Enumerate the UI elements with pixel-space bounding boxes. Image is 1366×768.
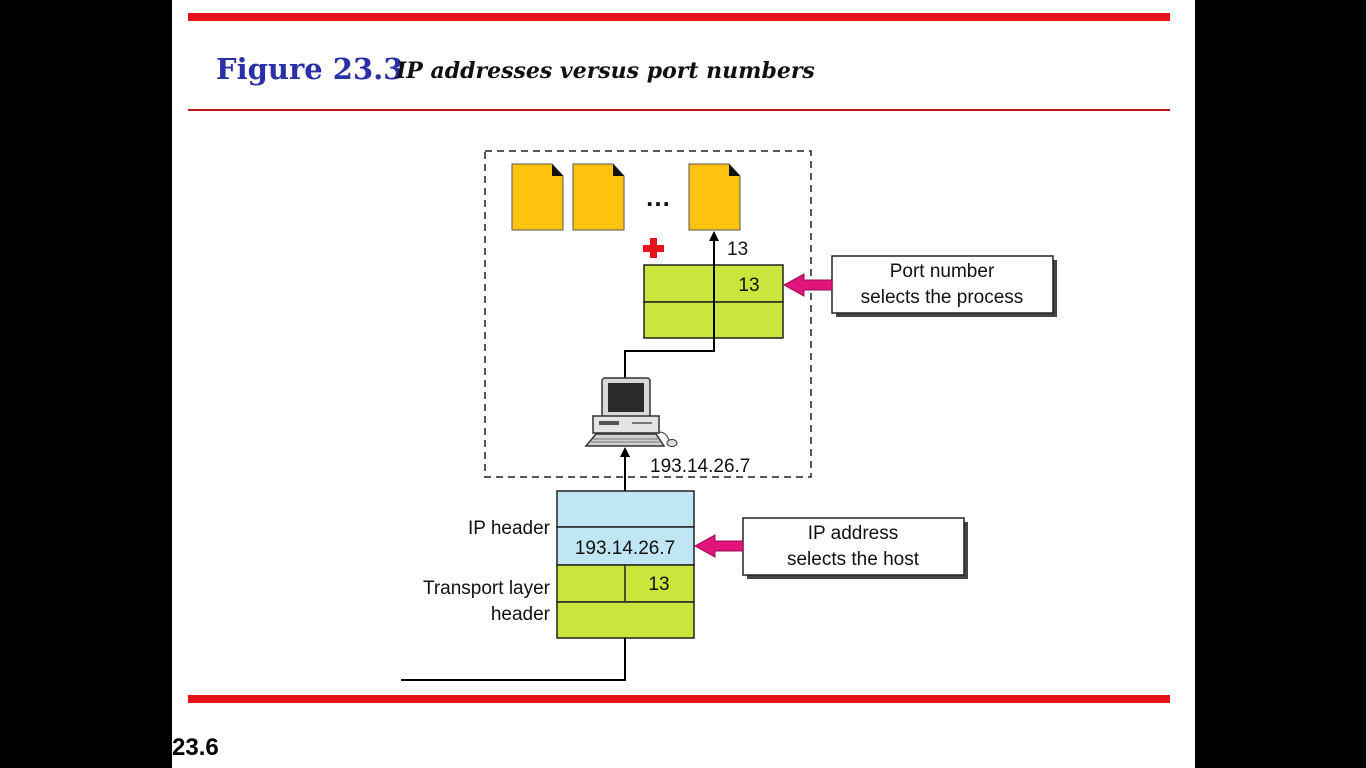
figure-label: Figure 23.3 — [216, 52, 404, 86]
incoming-line — [401, 638, 626, 681]
port-callout-line1: Port number — [890, 261, 995, 282]
ip-callout-line1: IP address — [808, 523, 898, 544]
host-boundary — [484, 150, 812, 478]
upper-header-port: 13 — [738, 275, 759, 296]
port-callout — [831, 255, 1057, 317]
document-icon — [511, 163, 564, 231]
transport-label-line1: Transport layer — [423, 578, 551, 599]
figure-caption: IP addresses versus port numbers — [396, 58, 815, 84]
packet-port-value: 13 — [648, 574, 669, 595]
document-icon — [688, 163, 741, 231]
ip-header-label: IP header — [468, 518, 551, 539]
document-icon — [572, 163, 625, 231]
transport-label-line2: header — [491, 604, 551, 625]
top-red-bar — [188, 13, 1170, 21]
title-rule — [188, 109, 1170, 111]
slide: Figure 23.3 IP addresses versus port num… — [172, 0, 1195, 768]
port-callout-line2: selects the process — [861, 287, 1024, 308]
diagram: … 13 13 — [401, 150, 1057, 681]
ellipsis: … — [645, 182, 671, 212]
process-port-number: 13 — [727, 239, 748, 260]
delivery-arrow — [624, 231, 719, 380]
ip-callout-arrow — [693, 534, 744, 558]
host-ip-label: 193.14.26.7 — [650, 456, 750, 477]
computer-icon — [584, 377, 678, 447]
packet-ip-value: 193.14.26.7 — [575, 538, 675, 559]
packet — [556, 490, 695, 639]
ip-callout-line2: selects the host — [787, 549, 920, 570]
ip-callout — [742, 517, 968, 579]
bottom-red-bar — [188, 695, 1170, 703]
port-callout-arrow — [782, 273, 833, 297]
red-cross-icon — [643, 238, 664, 258]
slide-number: 23.6 — [172, 734, 219, 761]
